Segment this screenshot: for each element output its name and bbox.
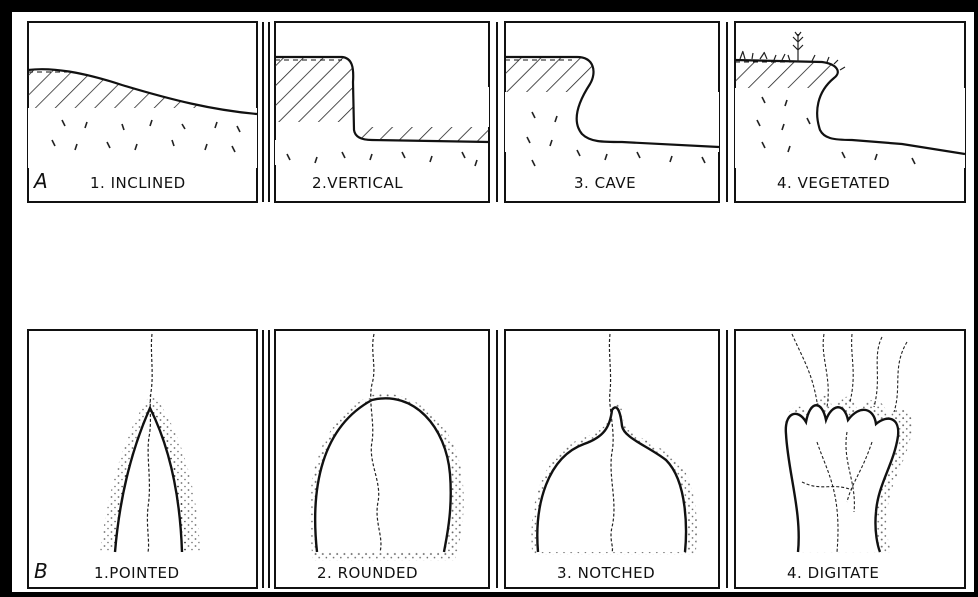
diagram-svg: A 1. INCLINED 2.VERTICAL 3. CAVE 4. VEGE…	[12, 12, 974, 592]
panel-a4-vegetated-drawing	[735, 32, 965, 168]
panel-a1-inclined-drawing	[28, 69, 257, 168]
panel-a1-label: 1. INCLINED	[90, 174, 186, 192]
panel-b4-digitate-drawing	[785, 334, 912, 553]
figure-canvas: A 1. INCLINED 2.VERTICAL 3. CAVE 4. VEGE…	[12, 12, 974, 592]
panel-b2-label: 2. ROUNDED	[317, 564, 418, 582]
panel-a2-label: 2.VERTICAL	[312, 174, 403, 192]
row-b-letter: B	[34, 559, 48, 583]
panel-b4-label: 4. DIGITATE	[787, 564, 879, 582]
panel-a3-cave-drawing	[505, 57, 719, 166]
panel-b1-label: 1.POINTED	[94, 564, 180, 582]
panel-b1-pointed-drawing	[100, 334, 200, 552]
panel-b3-label: 3. NOTCHED	[557, 564, 655, 582]
row-a-letter: A	[32, 169, 48, 193]
panel-b2-rounded-drawing	[309, 334, 463, 560]
panel-a2-vertical-drawing	[275, 57, 489, 166]
panel-a4-label: 4. VEGETATED	[777, 174, 890, 192]
panel-b3-notched-drawing	[531, 334, 696, 555]
panel-a3-label: 3. CAVE	[574, 174, 636, 192]
